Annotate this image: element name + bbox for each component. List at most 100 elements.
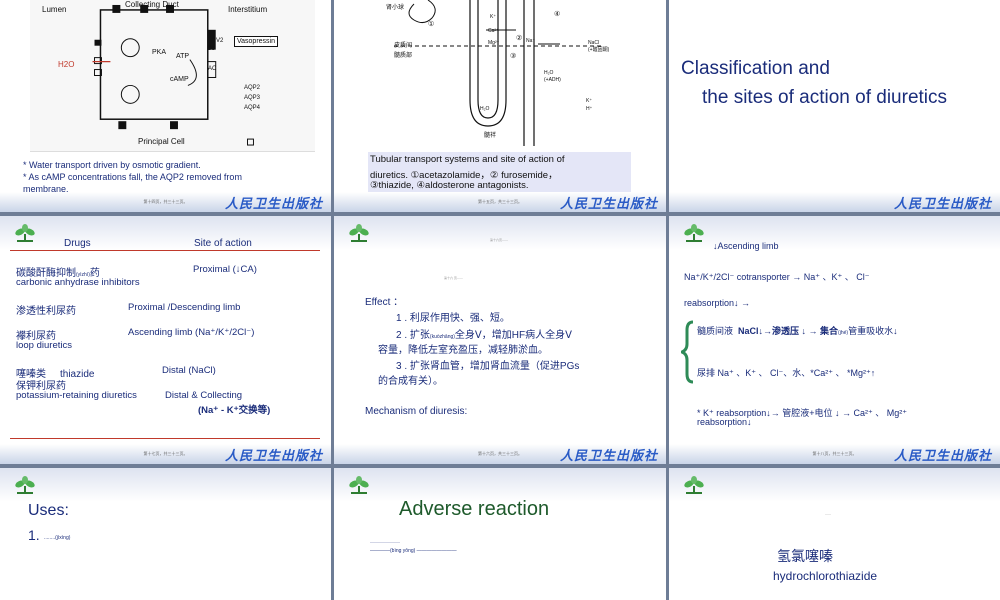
publisher-logo: 人民卫生出版社 <box>224 197 323 212</box>
na-label: Na⁺ <box>526 38 536 44</box>
slide-footer: 人民卫生出版社 <box>669 192 1000 212</box>
glomerulus-label: 肾小球 <box>386 5 405 11</box>
line-6: reabsorption↓ <box>697 417 752 427</box>
page-number: 第十五页，共三十三页。 <box>478 199 522 204</box>
medulla-label: 髓质部 <box>394 53 413 59</box>
drug-5-cn: 保钾利尿药 <box>16 381 66 392</box>
nephron-diagram <box>394 0 604 146</box>
caption-line-3: ③thiazide, ④aldosterone antagonists. <box>370 180 529 191</box>
publisher-logo: 人民卫生出版社 <box>893 197 992 212</box>
effect-1: 1 . 利尿作用快、强、短。 <box>396 313 510 324</box>
leaf-logo-icon <box>684 224 704 242</box>
aqp2-legend: AQP2 <box>244 85 261 91</box>
page-number: 第十八页，共三十三页。 <box>812 451 857 456</box>
slide-9[interactable]: —— 氢氯噻嗪 hydrochlorothiazide <box>669 468 1000 600</box>
site-5-note: (Na⁺ - K⁺交换等) <box>198 405 271 416</box>
title-band <box>334 468 666 502</box>
slide-8[interactable]: Adverse reaction —————————— ————(bìng yō… <box>334 468 666 600</box>
publisher-logo: 人民卫生出版社 <box>893 449 992 464</box>
ac-label: AC <box>208 66 217 72</box>
slide-3[interactable]: Classification and the sites of action o… <box>669 0 1000 212</box>
slide-7[interactable]: Uses: 1. ........(jìxìng) <box>0 468 331 600</box>
slide-1[interactable]: Lumen Collecting Duct Interstitium H2O P… <box>0 0 331 212</box>
effect-2-cont: 容量，降低左室充盈压，减轻肺淤血。 <box>378 345 548 356</box>
bullet-1: * Water transport driven by osmotic grad… <box>23 160 201 170</box>
slide-title: ↓Ascending limb <box>713 241 779 251</box>
publisher-logo: 人民卫生出版社 <box>224 449 323 464</box>
duct-label: Collecting Duct <box>125 0 179 9</box>
bullet-2: * As cAMP concentrations fall, the AQP2 … <box>23 172 242 182</box>
slide-4[interactable]: Drugs Site of action 碳酸酐酶抑制(yìzhì)药 carb… <box>0 216 331 464</box>
line-1: Na⁺/K⁺/2Cl⁻ cotransporter → Na⁺ 、K⁺ 、 Cl… <box>684 272 870 282</box>
slide-title-line-1: Classification and <box>681 58 830 79</box>
h2o-loop-label: H₂O <box>480 106 490 112</box>
effect-2: 2 . 扩张(kuòzhāng)全身Ⅴ，增加HF病人全身Ⅴ <box>396 330 572 341</box>
drug-1-cn: 碳酸酐酶抑制(yìzhì)药 <box>16 268 100 279</box>
page-number: 第十四页，共三十三页。 <box>143 199 188 204</box>
slide-footer: 第十七页，共三十三页。人民卫生出版社 <box>0 444 331 464</box>
caption-line-2: diuretics. ①acetazolamide，② furosemide， <box>370 170 558 181</box>
site-2: ② <box>516 35 523 42</box>
h2o-label: H2O <box>58 60 75 69</box>
tiny-text-2: 第十六 页—— <box>444 276 463 280</box>
leaf-logo-icon <box>15 224 35 242</box>
drug-name-cn: 氢氯噻嗪 <box>777 548 833 564</box>
effect-heading: Effect ： <box>365 297 404 308</box>
drug-1-en: carbonic anhydrase inhibitors <box>16 277 140 288</box>
mechanism-heading: Mechanism of diuresis: <box>365 406 468 417</box>
slide-title: Adverse reaction <box>399 498 550 520</box>
slide-2[interactable]: 肾小球 皮质间 髓质部 髓袢 ① ② ③ ④ K⁺ Ca²⁺ Mg²⁺ Na⁺ … <box>334 0 666 212</box>
item-number: 1. <box>28 527 40 543</box>
title-band <box>0 216 331 250</box>
brace-icon <box>681 320 694 384</box>
uses-heading: Uses: <box>28 502 69 519</box>
leaf-logo-icon <box>15 476 35 494</box>
title-band <box>669 216 1000 250</box>
camp-label: cAMP <box>170 76 189 83</box>
ca-label: Ca²⁺ <box>488 28 499 34</box>
line-4: 尿排 Na⁺ 、K⁺ 、 Cl⁻、水、*Ca²⁺ 、 *Mg²⁺↑ <box>697 368 876 378</box>
drug-2-cn: 渗透性利尿药 <box>16 306 76 317</box>
item-text: ........(jìxìng) <box>44 535 71 541</box>
site-3: Ascending limb (Na⁺/K⁺/2Cl⁻) <box>128 327 255 338</box>
principal-cell-label: Principal Cell <box>138 137 185 146</box>
slide-footer: 第十五页，共三十三页。 人民卫生出版社 <box>334 192 666 212</box>
site-4: ④ <box>554 11 561 18</box>
publisher-logo: 人民卫生出版社 <box>559 197 658 212</box>
h2o-adh-label: H₂O <box>544 70 554 76</box>
page-number: 第十六页，共三十三页。 <box>478 451 522 456</box>
nacl-label: NaCl <box>588 40 600 46</box>
caption-line-1: Tubular transport systems and site of ac… <box>370 154 565 165</box>
vasopressin-label: Vasopressin <box>234 36 279 47</box>
line-3: 髓质间液 NaCl↓→渗透压 ↓ → 集合(jhé)管重吸收水↓ <box>697 326 898 336</box>
bullet-3: membrane. <box>23 184 69 194</box>
pka-label: PKA <box>152 49 167 56</box>
slide-6[interactable]: ↓Ascending limb Na⁺/K⁺/2Cl⁻ cotransporte… <box>669 216 1000 464</box>
caption-box: Tubular transport systems and site of ac… <box>368 152 631 192</box>
mg-label: Mg²⁺ <box>488 40 500 46</box>
line-2: reabsorption↓ → <box>684 298 751 308</box>
effect-3-cont: 的合成有关）。 <box>378 376 443 387</box>
tiny-text: 第十六页—— <box>490 238 509 242</box>
leaf-logo-icon <box>349 476 369 494</box>
gs-label: Gs <box>207 46 215 52</box>
footer-rule <box>10 438 320 439</box>
collecting-duct-diagram <box>30 0 315 152</box>
slide-title-line-2: the sites of action of diuretics <box>702 87 948 108</box>
slide-5[interactable]: 第十六页—— 第十六 页—— Effect ： 1 . 利尿作用快、强、短。 2… <box>334 216 666 464</box>
site-4: Distal (NaCl) <box>162 365 216 376</box>
h-label: H⁺ <box>586 106 593 112</box>
leaf-logo-icon <box>684 476 704 494</box>
slide-footer: 第十四页，共三十三页。 人民卫生出版社 <box>0 192 331 212</box>
atp-label: ATP <box>176 53 190 60</box>
interstitium-label: Interstitium <box>228 5 268 14</box>
site-2: Proximal /Descending limb <box>128 302 241 313</box>
line-5: * K⁺ reabsorption↓→ 管腔液+电位 ↓ → Ca²⁺ 、 Mg… <box>697 408 908 418</box>
title-band <box>334 216 666 250</box>
drug-name-en: hydrochlorothiazide <box>773 569 878 583</box>
site-5: Distal & Collecting <box>165 390 243 401</box>
header-site: Site of action <box>194 238 252 249</box>
lumen-label: Lumen <box>42 5 67 14</box>
adh-label: (+ADH) <box>544 77 561 83</box>
